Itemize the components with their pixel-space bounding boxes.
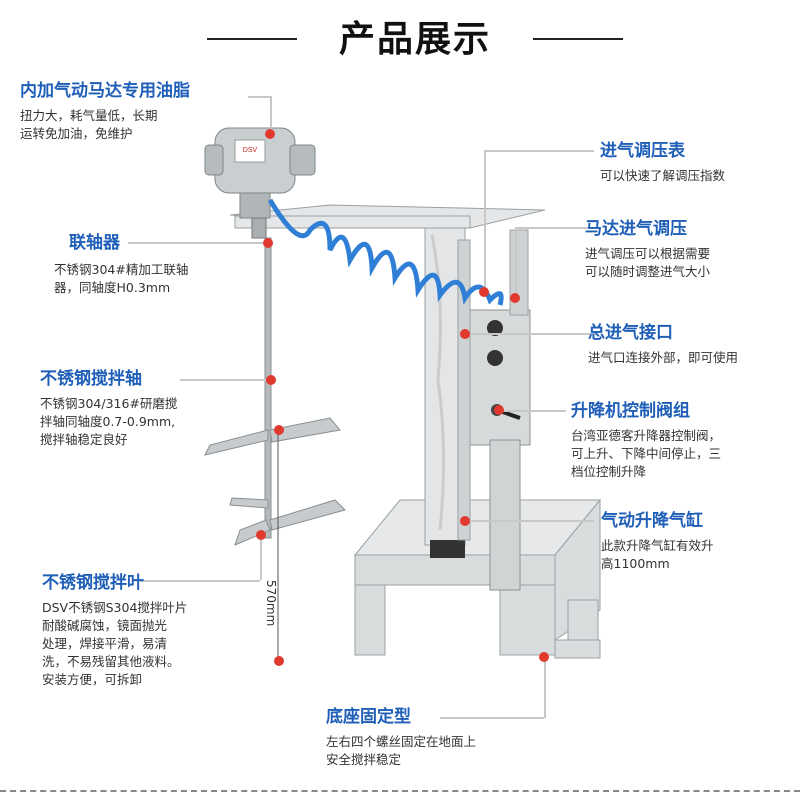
header-rule-left <box>207 38 297 40</box>
callout-title: 联轴器 <box>69 233 120 253</box>
callout-title: 内加气动马达专用油脂 <box>20 81 190 101</box>
page-title: 产品展示 <box>338 19 491 60</box>
callout-title: 马达进气调压 <box>585 219 687 239</box>
marker-shaft <box>266 375 276 385</box>
callout-title: 不锈钢搅拌叶 <box>42 573 144 593</box>
header-rule-right <box>533 38 623 40</box>
leader-base <box>440 717 544 719</box>
callout-desc: 进气口连接外部，即可使用 <box>588 350 739 365</box>
callout-title: 不锈钢搅拌轴 <box>40 369 142 389</box>
leader-blade <box>140 580 260 582</box>
base-frame <box>353 498 602 659</box>
callout-base: 底座固定型 左右四个螺丝固定在地面上 安全搅拌稳定 <box>326 706 476 769</box>
leader-gauge <box>484 150 594 152</box>
callout-desc: 进气调压可以根据需要 可以随时调整进气大小 <box>585 246 711 279</box>
callout-title: 气动升降气缸 <box>601 511 703 531</box>
leader-blade-v <box>260 535 262 580</box>
mixing-shaft <box>264 237 272 539</box>
callout-desc: 可以快速了解调压指数 <box>600 168 726 183</box>
marker-base <box>539 652 549 662</box>
page-header: 产品展示 <box>0 0 800 80</box>
callout-desc: 此款升降气缸有效升 高1100mm <box>601 538 714 571</box>
leader-cylinder <box>466 520 594 522</box>
leader-motor-reg <box>515 227 593 229</box>
motor-brand-text: DSV <box>243 147 258 154</box>
callout-desc: 不锈钢304/316#研磨搅 拌轴同轴度0.7-0.9mm, 搅拌轴稳定良好 <box>40 396 178 447</box>
callout-lift-valve: 升降机控制阀组 台湾亚德客升降器控制阀， 可上升、下降中间停止，三 档位控制升降 <box>571 400 721 481</box>
callout-desc: 扭力大，耗气量低，长期 运转免加油，免维护 <box>20 108 158 141</box>
dimension-label: 570mm <box>264 580 278 627</box>
callout-title: 升降机控制阀组 <box>571 401 690 421</box>
callout-title: 进气调压表 <box>600 141 685 161</box>
leader-motor-reg-v <box>515 227 517 297</box>
callout-coupling-desc: 不锈钢304#精加工联轴 器，同轴度H0.3mm <box>54 256 188 297</box>
callout-main-inlet: 总进气接口 进气口连接外部，即可使用 <box>588 322 738 367</box>
leader-gauge-v <box>484 150 486 290</box>
callout-coupling: 联轴器 <box>40 232 120 254</box>
callout-motor-reg: 马达进气调压 进气调压可以根据需要 可以随时调整进气大小 <box>585 218 710 281</box>
marker-dim-bottom <box>274 656 284 666</box>
marker-lift-valve <box>494 405 504 415</box>
footer-dashed-divider <box>0 790 800 792</box>
callout-gauge: 进气调压表 可以快速了解调压指数 <box>600 140 725 185</box>
leader-grease-v <box>270 96 272 134</box>
marker-motor-reg <box>510 293 520 303</box>
callout-desc: 不锈钢304#精加工联轴 器，同轴度H0.3mm <box>54 262 189 295</box>
marker-coupling <box>263 238 273 248</box>
marker-grease <box>265 129 275 139</box>
callout-shaft: 不锈钢搅拌轴 不锈钢304/316#研磨搅 拌轴同轴度0.7-0.9mm, 搅拌… <box>40 368 177 449</box>
callout-grease: 内加气动马达专用油脂 扭力大，耗气量低，长期 运转免加油，免维护 <box>20 80 190 143</box>
marker-dim-top <box>274 425 284 435</box>
callout-title: 总进气接口 <box>588 323 673 343</box>
leader-base-v <box>544 658 546 718</box>
marker-gauge <box>479 287 489 297</box>
callout-title: 底座固定型 <box>326 707 411 727</box>
marker-blade <box>256 530 266 540</box>
leader-coupling <box>128 242 268 244</box>
callout-desc: DSV不锈钢S304搅拌叶片 耐酸碱腐蚀，镜面抛光 处理，焊接平滑，易清 洗，不… <box>42 600 188 687</box>
air-hose <box>267 198 504 306</box>
leader-grease <box>248 96 270 98</box>
leader-shaft <box>180 379 272 381</box>
callout-cylinder: 气动升降气缸 此款升降气缸有效升 高1100mm <box>601 510 714 573</box>
marker-cylinder <box>460 516 470 526</box>
air-motor: DSV <box>204 127 316 239</box>
marker-main-inlet <box>460 329 470 339</box>
lift-column <box>424 224 531 591</box>
top-arm <box>229 204 546 229</box>
callout-blade: 不锈钢搅拌叶 DSV不锈钢S304搅拌叶片 耐酸碱腐蚀，镜面抛光 处理，焊接平滑… <box>42 572 187 689</box>
leader-main-inlet <box>466 333 594 335</box>
callout-desc: 左右四个螺丝固定在地面上 安全搅拌稳定 <box>326 734 477 767</box>
mixing-blades <box>204 417 346 546</box>
callout-desc: 台湾亚德客升降器控制阀， 可上升、下降中间停止，三 档位控制升降 <box>571 428 722 479</box>
leader-lift-valve <box>500 410 566 412</box>
